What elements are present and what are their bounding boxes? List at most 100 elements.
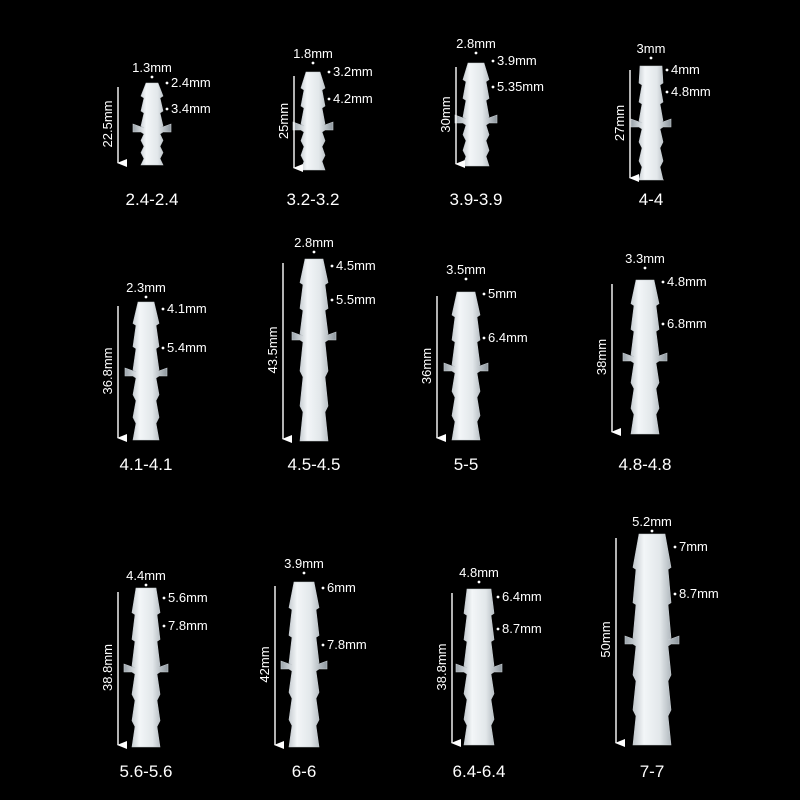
tip-diameter-label: 2.8mm xyxy=(456,36,496,51)
length-label: 43.5mm xyxy=(265,327,280,374)
length-label: 27mm xyxy=(612,105,627,141)
tip-marker-dot xyxy=(643,266,647,270)
dimension-label: 5.35mm xyxy=(497,79,544,94)
connector-part xyxy=(132,82,172,166)
tip-diameter-label: 3.9mm xyxy=(284,556,324,571)
dimension-label: 6mm xyxy=(327,580,356,595)
connector-part xyxy=(443,291,489,441)
dimension-label: 7mm xyxy=(679,539,708,554)
dimension-label: 5mm xyxy=(488,286,517,301)
dimension-label: 8.7mm xyxy=(679,586,719,601)
tip-diameter-label: 4.8mm xyxy=(459,565,499,580)
dimension-label: 5.6mm xyxy=(168,590,208,605)
connector-part xyxy=(292,71,334,171)
dimension-marker-dot xyxy=(321,586,325,590)
size-caption: 5.6-5.6 xyxy=(120,762,173,781)
dimension-marker-dot xyxy=(330,264,334,268)
dimension-label: 2.4mm xyxy=(171,75,211,90)
tip-marker-dot xyxy=(477,580,481,584)
tip-diameter-label: 3.3mm xyxy=(625,251,665,266)
length-label: 36mm xyxy=(419,348,434,384)
dimension-marker-dot xyxy=(661,280,665,284)
dimension-marker-dot xyxy=(165,107,169,111)
dimension-label: 6.8mm xyxy=(667,316,707,331)
connector-part xyxy=(124,301,168,441)
dimension-marker-dot xyxy=(491,59,495,63)
dimension-marker-dot xyxy=(491,85,495,89)
dimension-marker-dot xyxy=(661,322,665,326)
size-caption: 4-4 xyxy=(639,190,664,209)
size-caption: 4.1-4.1 xyxy=(120,455,173,474)
connector-part xyxy=(123,587,169,748)
dimension-label: 4.1mm xyxy=(167,301,207,316)
dimension-label: 3.9mm xyxy=(497,53,537,68)
tip-diameter-label: 2.8mm xyxy=(294,235,334,250)
dimension-label: 7.8mm xyxy=(327,637,367,652)
length-label: 38.8mm xyxy=(100,644,115,691)
dimension-marker-dot xyxy=(321,643,325,647)
tip-diameter-label: 5.2mm xyxy=(632,514,672,529)
dimension-marker-dot xyxy=(162,596,166,600)
dimension-label: 6.4mm xyxy=(488,330,528,345)
connector-part xyxy=(291,258,337,442)
dimension-marker-dot xyxy=(161,346,165,350)
dimension-marker-dot xyxy=(496,595,500,599)
connector-part xyxy=(455,588,503,746)
length-label: 36.8mm xyxy=(100,348,115,395)
size-caption: 7-7 xyxy=(640,762,665,781)
dimension-marker-dot xyxy=(673,545,677,549)
dimension-label: 8.7mm xyxy=(502,621,542,636)
dimension-label: 3.2mm xyxy=(333,64,373,79)
length-label: 25mm xyxy=(276,103,291,139)
dimension-marker-dot xyxy=(496,627,500,631)
size-caption: 3.2-3.2 xyxy=(287,190,340,209)
dimension-marker-dot xyxy=(482,292,486,296)
dimension-marker-dot xyxy=(162,624,166,628)
tip-marker-dot xyxy=(311,61,315,65)
dimension-marker-dot xyxy=(330,298,334,302)
tip-marker-dot xyxy=(649,56,653,60)
tip-marker-dot xyxy=(144,583,148,587)
dimension-label: 4.5mm xyxy=(336,258,376,273)
tip-marker-dot xyxy=(312,250,316,254)
size-caption: 4.5-4.5 xyxy=(288,455,341,474)
size-caption: 3.9-3.9 xyxy=(450,190,503,209)
tip-marker-dot xyxy=(144,295,148,299)
size-caption: 5-5 xyxy=(454,455,479,474)
connector-part xyxy=(454,62,498,167)
tip-marker-dot xyxy=(474,51,478,55)
dimension-marker-dot xyxy=(327,70,331,74)
tip-diameter-label: 2.3mm xyxy=(126,280,166,295)
size-caption: 4.8-4.8 xyxy=(619,455,672,474)
dimension-marker-dot xyxy=(665,90,669,94)
dimension-marker-dot xyxy=(673,592,677,596)
connector-part xyxy=(622,279,668,435)
tip-marker-dot xyxy=(650,529,654,533)
dimension-marker-dot xyxy=(327,97,331,101)
length-label: 22.5mm xyxy=(100,101,115,148)
dimension-label: 4.2mm xyxy=(333,91,373,106)
length-label: 38.8mm xyxy=(434,644,449,691)
size-caption: 6.4-6.4 xyxy=(453,762,506,781)
connector-part xyxy=(630,65,672,181)
dimension-label: 4.8mm xyxy=(667,274,707,289)
tip-diameter-label: 3mm xyxy=(637,41,666,56)
length-label: 30mm xyxy=(438,96,453,132)
dimension-marker-dot xyxy=(165,81,169,85)
size-caption: 6-6 xyxy=(292,762,317,781)
tip-diameter-label: 4.4mm xyxy=(126,568,166,583)
dimension-label: 3.4mm xyxy=(171,101,211,116)
connector-part xyxy=(624,533,680,746)
connector-part xyxy=(280,581,328,748)
